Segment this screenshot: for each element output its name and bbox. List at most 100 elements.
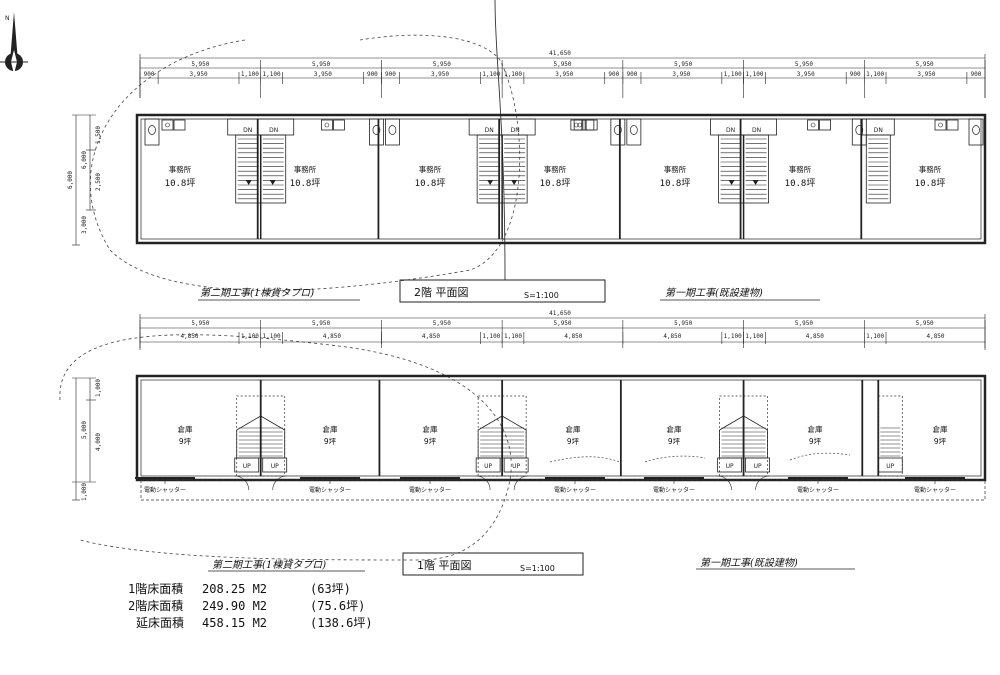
up-label: UP [726,463,734,470]
area-value-1f: 208.25 M2 [202,582,267,596]
warehouse-label: 倉庫 [178,424,193,434]
dn-label: DN [243,127,252,134]
dim-sub-label: 4,850 [663,333,681,340]
warehouse-area: 9坪 [934,437,947,446]
sink-icon [807,119,819,131]
dim-sub-label: 4,850 [926,333,944,340]
sink-icon [573,119,586,131]
dim-overall-bottom: 41,650 [549,310,571,317]
sink-icon [321,119,333,131]
toilet-stall [369,118,384,146]
up-box [475,457,501,473]
toilet-icon [855,125,864,135]
shutter-label: 電動シャッター [797,486,839,494]
drain-icon [324,122,330,128]
dn-label: DN [511,127,520,134]
warehouse-label: 倉庫 [808,424,823,434]
dim-sub-label: 1,100 [504,333,522,340]
office-area: 10.8坪 [290,178,321,189]
sink-icon [582,119,595,131]
stair-flight [719,415,768,459]
dim-sub-label: 900 [971,71,982,78]
shutter-label: 電動シャッター [554,486,596,494]
sink-icon [333,119,345,131]
dim-sub-label: 900 [608,71,619,78]
north-arrow-icon: N [0,12,28,74]
sketch-line-vertical [494,0,506,281]
dim-bay-label: 5,950 [191,320,209,327]
toilet-icon [614,125,622,135]
toilet-icon [972,125,980,135]
sketch-curves [59,34,521,561]
up-box [503,457,529,473]
warehouse-area: 9坪 [324,437,337,446]
dim-bay-label: 5,950 [312,320,330,327]
sink-icon [585,119,598,131]
area-label-2f: 2階床面積 [128,598,183,613]
up-box [745,457,770,473]
warehouse-label: 倉庫 [323,424,338,434]
up-box [262,457,288,473]
office-label: 事務所 [544,164,567,174]
area-summary: 1階床面積 208.25 M2 (63坪) 2階床面積 249.90 M2 (7… [128,581,373,630]
lower-plan-title: 1階 平面図 [417,558,472,572]
stair-landing [468,118,536,136]
door-swing [476,475,491,491]
warehouse-label: 倉庫 [423,424,438,434]
dim-sub-label: 1,100 [241,71,259,78]
dim-left-upper-4: 3,000 [81,216,88,234]
dim-sub-label: 1,100 [482,71,500,78]
sink-icon [161,119,174,131]
toilet-icon [148,125,156,135]
lower-plan-scale: S=1:100 [520,564,555,573]
dim-sub-label: 3,950 [555,71,573,78]
dim-sub-label: 900 [385,71,396,78]
up-label: UP [243,463,251,470]
dim-sub-label: 1,100 [745,333,763,340]
shutter-label: 電動シャッター [914,486,956,494]
dn-label: DN [752,127,761,134]
up-label: UP [271,463,279,470]
dim-bay-label: 5,950 [916,61,934,68]
shutter-label: 電動シャッター [653,486,695,494]
up-box [234,457,260,473]
dim-sub-label: 1,100 [745,71,763,78]
office-label: 事務所 [294,164,317,174]
dim-sub-label: 3,950 [190,71,208,78]
dim-sub-label: 1,100 [724,333,742,340]
dim-sub-label: 3,950 [917,71,935,78]
dim-sub-label: 4,850 [806,333,824,340]
door-swing [234,475,250,491]
area-tsubo-1f: (63坪) [310,582,351,596]
area-value-total: 458.15 M2 [202,616,267,630]
warehouse-label: 倉庫 [933,424,948,434]
dim-left-upper-5: 6,000 [67,171,74,189]
dim-sub-label: 3,950 [314,71,332,78]
stair-outline [877,395,903,477]
toilet-stall [144,118,160,146]
dim-sub-label: 1,100 [866,71,884,78]
stair-arrow-icon [269,180,276,185]
toilet-icon [372,125,381,135]
upper-note-left: 第二期工事(1棟貸タプロ) [200,287,314,299]
dim-bay-label: 5,950 [312,61,330,68]
dim-sub-label: 4,850 [422,333,440,340]
stair-arrow-icon [487,180,494,185]
dim-sub-label: 900 [626,71,637,78]
door-swing [717,475,732,491]
dim-bay-label: 5,950 [553,320,571,327]
office-area: 10.8坪 [660,178,691,189]
dim-sub-label: 3,950 [797,71,815,78]
up-box [877,457,903,473]
dim-left-lower-1: 1,000 [95,379,102,397]
stair-arrow-icon [728,180,735,185]
area-tsubo-2f: (75.6坪) [310,599,365,613]
lower-note-left: 第二期工事(1棟貸タプロ) [212,559,326,571]
dn-label: DN [726,127,735,134]
stair-well [865,134,891,204]
dim-bay-label: 5,950 [674,320,692,327]
up-label: UP [484,463,492,470]
office-area: 10.8坪 [540,178,571,189]
sink-icon [934,119,947,131]
